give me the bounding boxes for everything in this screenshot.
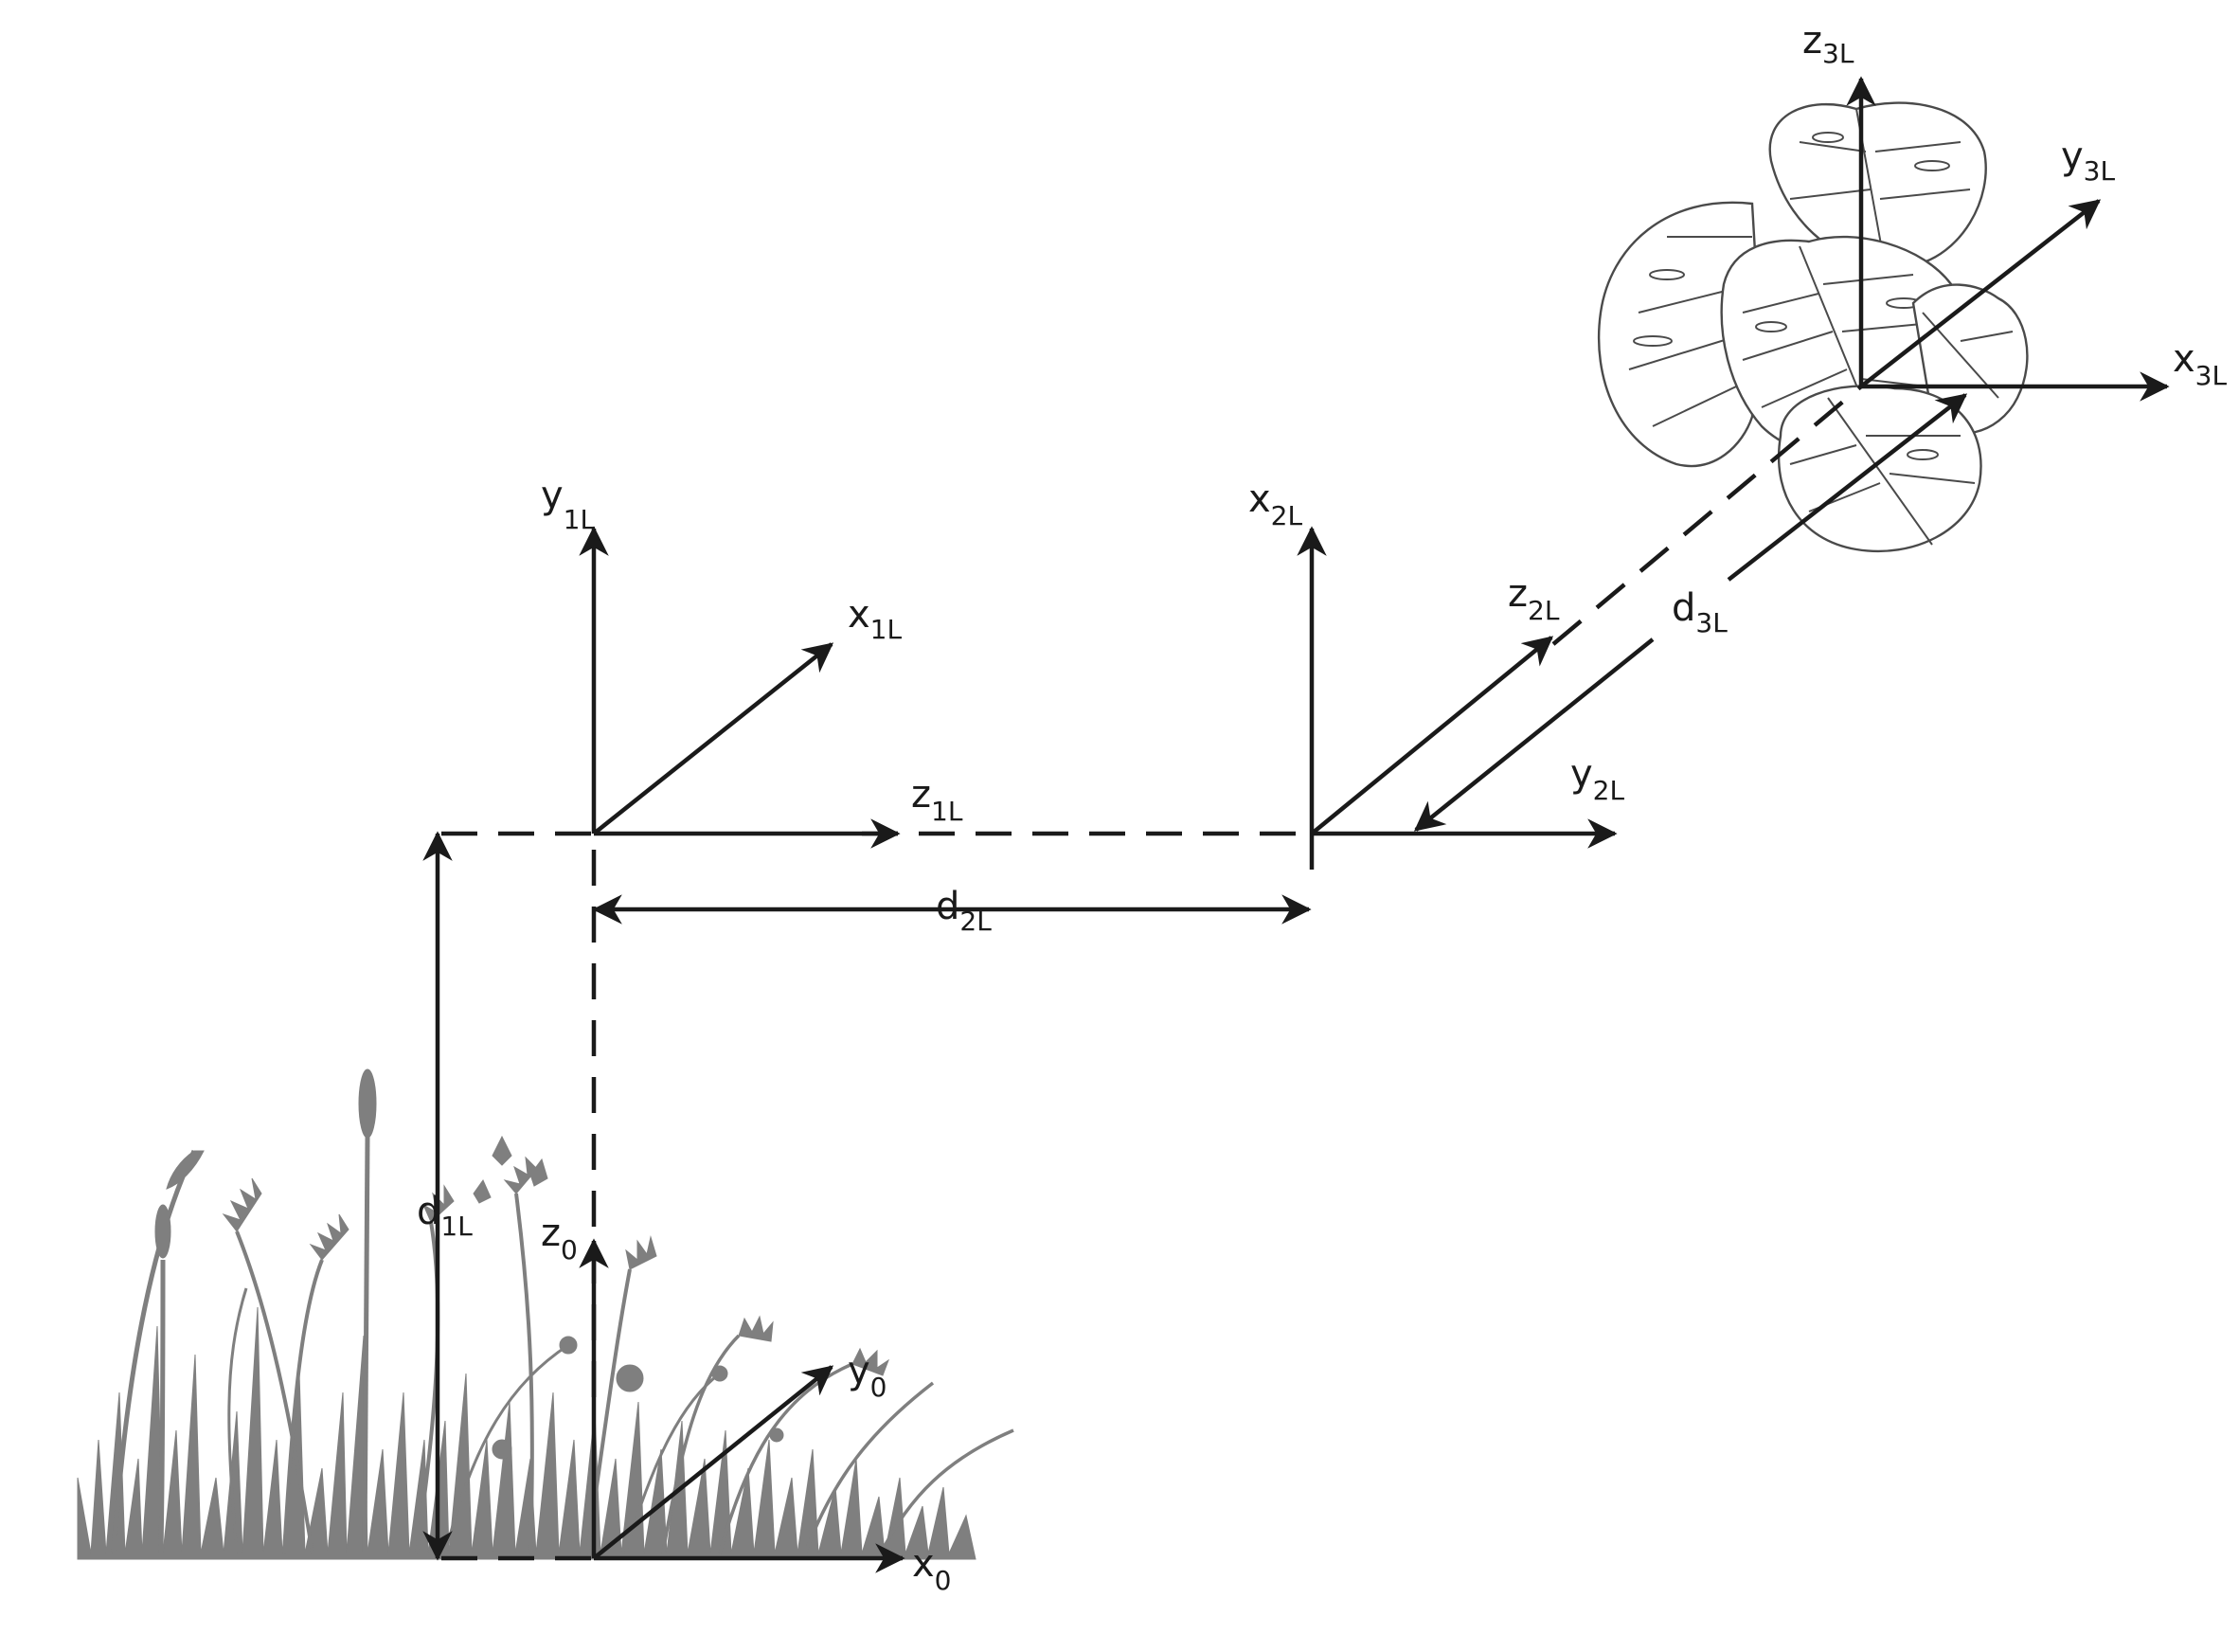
axis-labels: x0 y0 z0 y1L x1L z1L x2L y2L z2L z3L bbox=[541, 19, 2227, 1596]
axis-y3L-arrow bbox=[1859, 199, 2102, 388]
label-x0: x0 bbox=[912, 1542, 952, 1596]
label-x2L: x2L bbox=[1248, 477, 1302, 531]
label-y3L: y3L bbox=[2061, 135, 2115, 187]
distance-arrows bbox=[422, 393, 1968, 1561]
d3L-dimension-arrow-upper bbox=[1727, 393, 1968, 582]
label-d2L: d2L bbox=[936, 885, 992, 937]
dashed-link3-line bbox=[1551, 385, 1863, 646]
label-y0: y0 bbox=[848, 1349, 887, 1403]
label-y1L: y1L bbox=[541, 474, 595, 535]
label-y2L: y2L bbox=[1570, 752, 1624, 806]
frame-3L-axes bbox=[1846, 76, 2170, 402]
label-z1L: z1L bbox=[911, 773, 963, 827]
construction-lines bbox=[441, 385, 1863, 1561]
axis-y0-arrow bbox=[592, 1365, 834, 1560]
label-x1L: x1L bbox=[848, 593, 902, 645]
label-z0: z0 bbox=[541, 1212, 578, 1266]
label-x3L: x3L bbox=[2173, 337, 2227, 391]
label-d3L: d3L bbox=[1672, 586, 1728, 638]
label-z2L: z2L bbox=[1508, 572, 1560, 626]
label-z3L: z3L bbox=[1802, 19, 1854, 69]
grass-illustration bbox=[77, 1068, 1014, 1560]
frame-0-axes bbox=[579, 1238, 905, 1573]
frame-2L-axes bbox=[1297, 526, 1618, 849]
frame-1L-axes bbox=[579, 526, 901, 849]
label-d1L: d1L bbox=[417, 1190, 473, 1242]
monstera-illustration bbox=[1597, 101, 2029, 553]
d3L-dimension-arrow-lower bbox=[1413, 637, 1655, 832]
axis-x1L-arrow bbox=[592, 642, 834, 835]
axis-z2L-arrow bbox=[1310, 636, 1554, 835]
distance-labels: d1L d2L d3L bbox=[417, 586, 1728, 1242]
